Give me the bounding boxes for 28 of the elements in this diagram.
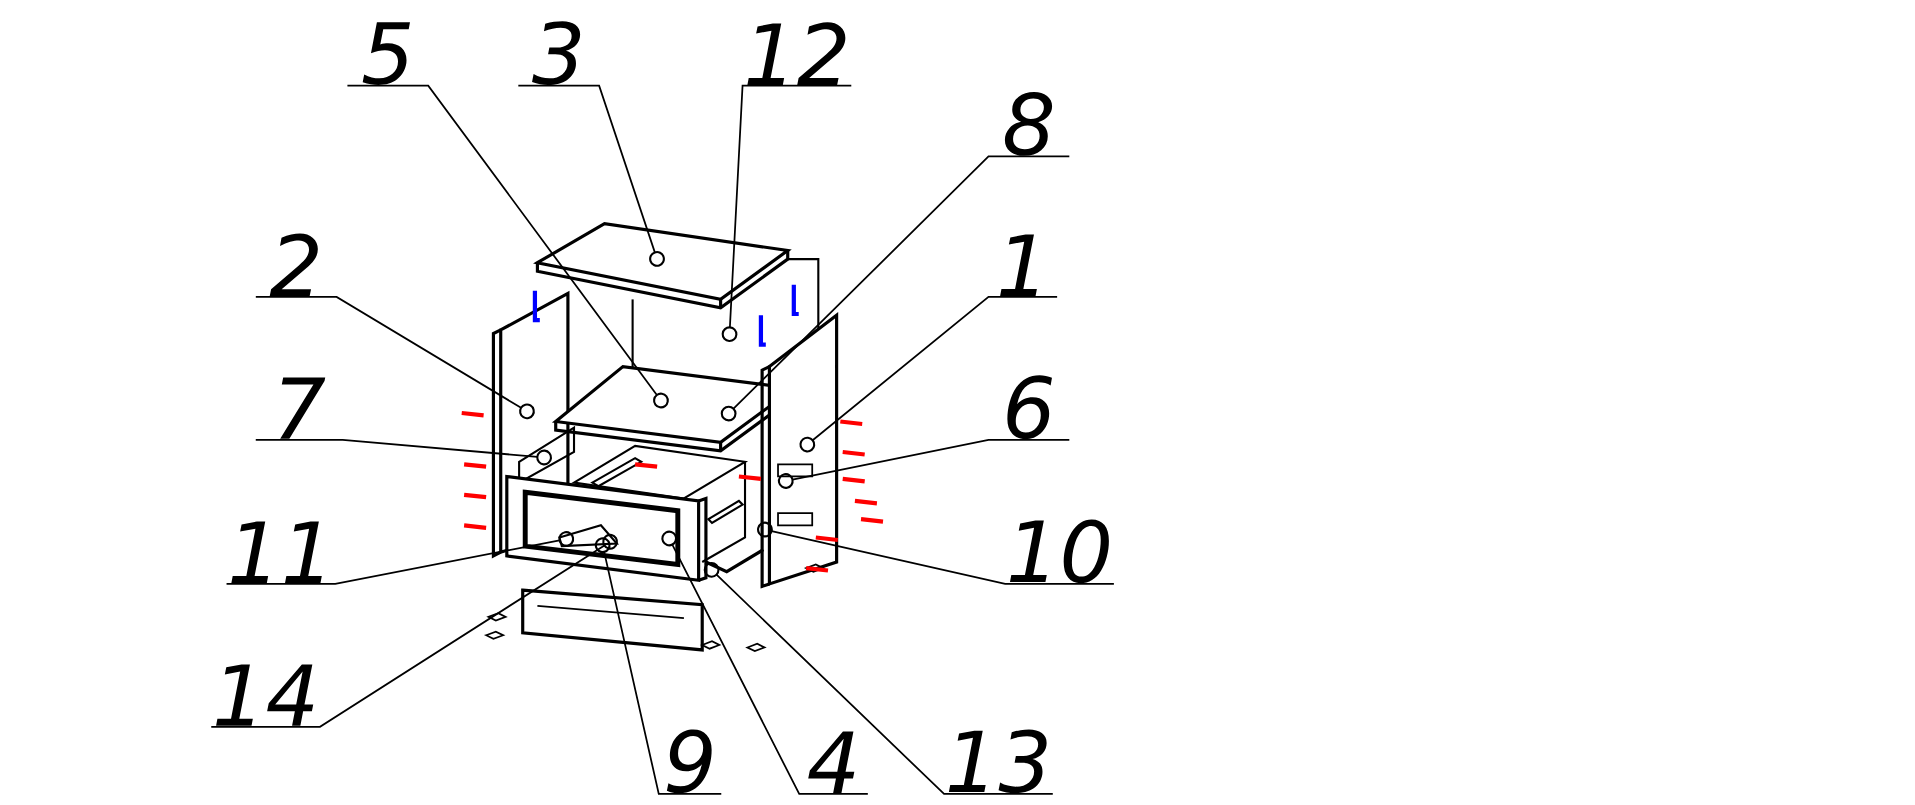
leader-line <box>346 84 669 409</box>
callout-number: 12 <box>747 22 846 85</box>
callout-number: 4 <box>808 731 855 794</box>
callout-number: 10 <box>1010 519 1109 584</box>
leader-line <box>661 530 869 795</box>
leader-line <box>254 438 553 466</box>
callout-number: 3 <box>532 21 581 85</box>
callout-number: 6 <box>1007 375 1052 440</box>
callout-number: 9 <box>666 729 712 794</box>
leader-line <box>720 155 1071 422</box>
callout-number: 8 <box>1004 92 1053 156</box>
leader-line <box>703 561 1054 795</box>
leader-line <box>210 533 619 728</box>
callout-number: 1 <box>1000 234 1037 296</box>
leader-line <box>254 296 535 420</box>
callout-number: 5 <box>362 22 410 85</box>
callout-number: 2 <box>269 233 318 297</box>
leader-line <box>721 84 853 343</box>
callout-number: 11 <box>231 521 322 583</box>
leader-line <box>225 531 575 585</box>
leader-line <box>517 84 665 267</box>
leader-line <box>777 438 1071 489</box>
callout-number: 7 <box>280 377 326 439</box>
callout-number: 14 <box>216 664 314 726</box>
leader-line <box>594 537 723 795</box>
leader-line <box>757 521 1115 585</box>
leader-line <box>799 296 1058 453</box>
callout-number: 13 <box>948 729 1047 794</box>
